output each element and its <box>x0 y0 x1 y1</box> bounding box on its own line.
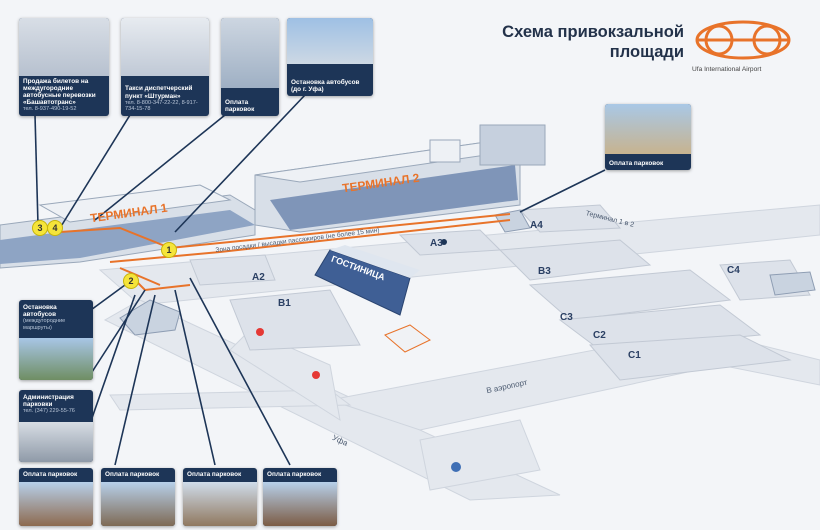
parking-c2: C2 <box>593 330 606 341</box>
parking-a2: A2 <box>252 272 265 283</box>
card-parking-payment-bottom-4: Оплата парковок <box>263 468 337 526</box>
card-parking-payment-bottom-2: Оплата парковок <box>101 468 175 526</box>
card-intercity-bus-stop: Остановка автобусов(междугородние маршру… <box>19 300 93 380</box>
marker-2: 2 <box>123 273 139 289</box>
card-parking-payment-bottom-3: Оплата парковок <box>183 468 257 526</box>
ufa-airport-logo-icon <box>695 20 791 60</box>
marker-4: 4 <box>47 220 63 236</box>
page-title: Схема привокзальной площади <box>502 23 684 61</box>
card-parking-payment-right: Оплата парковок <box>605 104 691 170</box>
parking-a3: A3 <box>430 238 443 249</box>
parking-c4: C4 <box>727 265 740 276</box>
logo-caption: Ufa International Airport <box>692 66 762 73</box>
card-bus-stop-ufa: Остановка автобусов (до г. Уфа) <box>287 18 373 96</box>
parking-b1: B1 <box>278 298 291 309</box>
parking-c3: C3 <box>560 312 573 323</box>
marker-3: 3 <box>32 220 48 236</box>
hotel-building <box>314 245 420 316</box>
card-parking-payment-top: Оплата парковок <box>221 18 279 116</box>
parking-c1: C1 <box>628 350 641 361</box>
terminal-2-building <box>254 124 546 233</box>
card-parking-payment-bottom-1: Оплата парковок <box>19 468 93 526</box>
card-bus-tickets: Продажа билетов на междугородние автобус… <box>19 18 109 116</box>
card-taxi-dispatch: Такси диспетчерский пункт «Штурман»тел. … <box>121 18 209 116</box>
parking-a4: A4 <box>530 220 543 231</box>
marker-1: 1 <box>161 242 177 258</box>
parking-b3: B3 <box>538 266 551 277</box>
